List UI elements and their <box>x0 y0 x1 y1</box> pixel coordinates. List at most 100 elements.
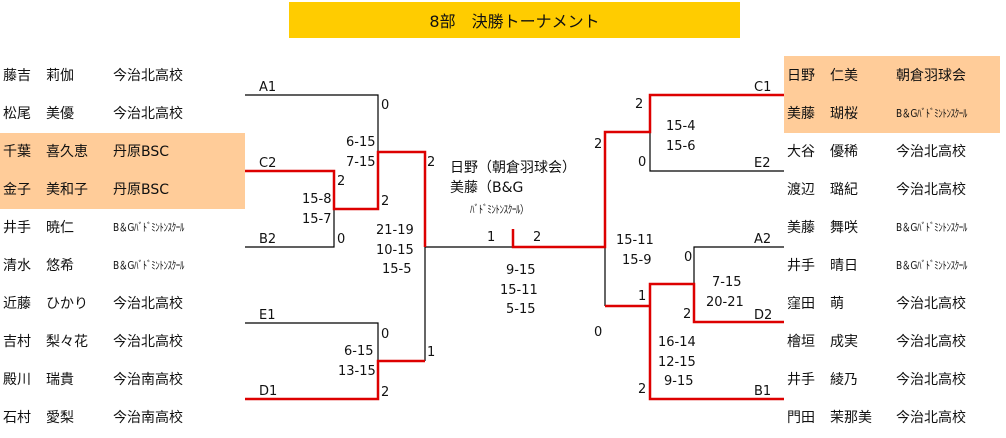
bracket-line <box>245 322 379 361</box>
player-club: B＆Gﾊﾞﾄﾞﾐﾝﾄﾝｽｸｰﾙ <box>896 259 967 272</box>
player-given-name: 暁仁 <box>46 220 74 236</box>
games-won: 2 <box>533 230 542 245</box>
player-given-name: 莉伽 <box>46 68 74 84</box>
seed-label: D2 <box>754 308 773 323</box>
games-won: 0 <box>638 155 647 170</box>
player-club: B＆Gﾊﾞﾄﾞﾐﾝﾄﾝｽｸｰﾙ <box>113 259 184 272</box>
games-won: 2 <box>381 194 390 209</box>
game-score: 9-15 <box>506 263 536 278</box>
games-won: 1 <box>638 289 647 304</box>
seed-label: E1 <box>259 308 276 323</box>
player-club: 丹原BSC <box>113 144 170 160</box>
games-won: 2 <box>337 174 346 189</box>
winner-path-line <box>648 282 784 401</box>
player-given-name: 仁美 <box>830 68 858 84</box>
game-score: 6-15 <box>346 135 376 150</box>
player-surname: 檜垣 <box>787 334 815 350</box>
game-score: 20-21 <box>706 294 744 310</box>
seed-label: A1 <box>259 80 277 95</box>
player-surname: 井手 <box>787 258 815 274</box>
winner-path-line <box>511 93 784 249</box>
seed-label: B1 <box>754 384 772 399</box>
games-won: 2 <box>381 385 390 400</box>
champion-name: ﾊﾞﾄﾞﾐﾝﾄﾝｽｸｰﾙ） <box>470 203 529 216</box>
player-club: B＆Gﾊﾞﾄﾞﾐﾝﾄﾝｽｸｰﾙ <box>896 107 967 120</box>
seed-label: C2 <box>259 156 277 171</box>
winner-path-line <box>245 359 425 401</box>
games-won: 2 <box>635 97 644 112</box>
seed-label: C1 <box>754 80 772 95</box>
seed-label: E2 <box>754 156 771 171</box>
games-won: 1 <box>487 230 496 245</box>
champion-name: 美藤（B&G <box>450 180 524 196</box>
player-club: 今治北高校 <box>896 296 966 312</box>
player-surname: 藤吉 <box>3 68 31 84</box>
game-score: 15-11 <box>500 282 538 298</box>
player-surname: 吉村 <box>3 334 31 350</box>
game-score: 15-9 <box>622 252 652 268</box>
player-club: 今治北高校 <box>896 410 966 426</box>
player-given-name: 成実 <box>830 334 858 350</box>
player-surname: 美藤 <box>787 106 815 122</box>
player-given-name: 綾乃 <box>830 372 858 388</box>
game-score: 15-7 <box>302 211 332 227</box>
player-given-name: 瑞貴 <box>46 372 74 388</box>
seed-label: A2 <box>754 232 772 247</box>
player-surname: 井手 <box>3 220 31 236</box>
player-given-name: 梨々花 <box>46 334 88 350</box>
player-given-name: 瑚桜 <box>830 106 858 122</box>
game-score: 9-15 <box>664 374 694 389</box>
player-club: B＆Gﾊﾞﾄﾞﾐﾝﾄﾝｽｸｰﾙ <box>896 221 967 234</box>
player-club: 今治北高校 <box>896 144 966 160</box>
game-score: 15-8 <box>302 192 332 207</box>
game-score: 15-4 <box>666 119 696 134</box>
player-club: 今治北高校 <box>896 334 966 350</box>
game-score: 16-14 <box>658 335 696 350</box>
player-given-name: 美優 <box>46 106 74 122</box>
player-surname: 金子 <box>3 182 31 198</box>
player-surname: 門田 <box>787 410 815 426</box>
player-surname: 井手 <box>787 372 815 388</box>
player-surname: 千葉 <box>3 144 31 160</box>
player-club: 今治南高校 <box>113 410 183 426</box>
game-score: 7-15 <box>712 275 742 290</box>
seed-label: B2 <box>259 232 277 247</box>
game-score: 10-15 <box>376 242 414 258</box>
game-score: 13-15 <box>338 363 376 379</box>
player-surname: 殿川 <box>3 372 31 388</box>
games-won: 0 <box>381 98 390 113</box>
player-club: 丹原BSC <box>113 182 170 198</box>
games-won: 2 <box>638 382 647 397</box>
highlight-left-winner <box>0 133 245 209</box>
player-surname: 松尾 <box>3 106 31 122</box>
player-club: 今治北高校 <box>113 68 183 84</box>
games-won: 2 <box>427 155 436 170</box>
player-given-name: 悠希 <box>46 258 74 274</box>
player-club: 朝倉羽球会 <box>896 68 966 84</box>
player-surname: 日野 <box>787 68 815 84</box>
player-given-name: 萌 <box>830 296 844 312</box>
player-surname: 清水 <box>3 258 31 274</box>
game-score: 5-15 <box>506 302 536 317</box>
player-given-name: 舞咲 <box>830 220 858 236</box>
player-surname: 近藤 <box>3 296 31 312</box>
bracket-line <box>245 209 335 248</box>
page-title: 8部 決勝トーナメント <box>289 2 740 38</box>
game-score: 7-15 <box>346 154 376 170</box>
player-given-name: 喜久恵 <box>46 144 88 160</box>
player-surname: 渡辺 <box>787 182 815 198</box>
games-won: 2 <box>594 137 603 152</box>
games-won: 0 <box>594 325 603 340</box>
game-score: 21-19 <box>376 223 414 238</box>
player-given-name: 茉那美 <box>830 410 872 426</box>
game-score: 15-5 <box>382 262 412 277</box>
player-surname: 窪田 <box>787 296 815 312</box>
game-score: 15-11 <box>616 233 654 248</box>
player-given-name: 璐紀 <box>830 182 858 198</box>
seed-label: D1 <box>259 384 278 399</box>
game-score: 12-15 <box>658 354 696 370</box>
player-given-name: 愛梨 <box>46 410 74 426</box>
player-surname: 美藤 <box>787 220 815 236</box>
player-club: 今治北高校 <box>896 182 966 198</box>
